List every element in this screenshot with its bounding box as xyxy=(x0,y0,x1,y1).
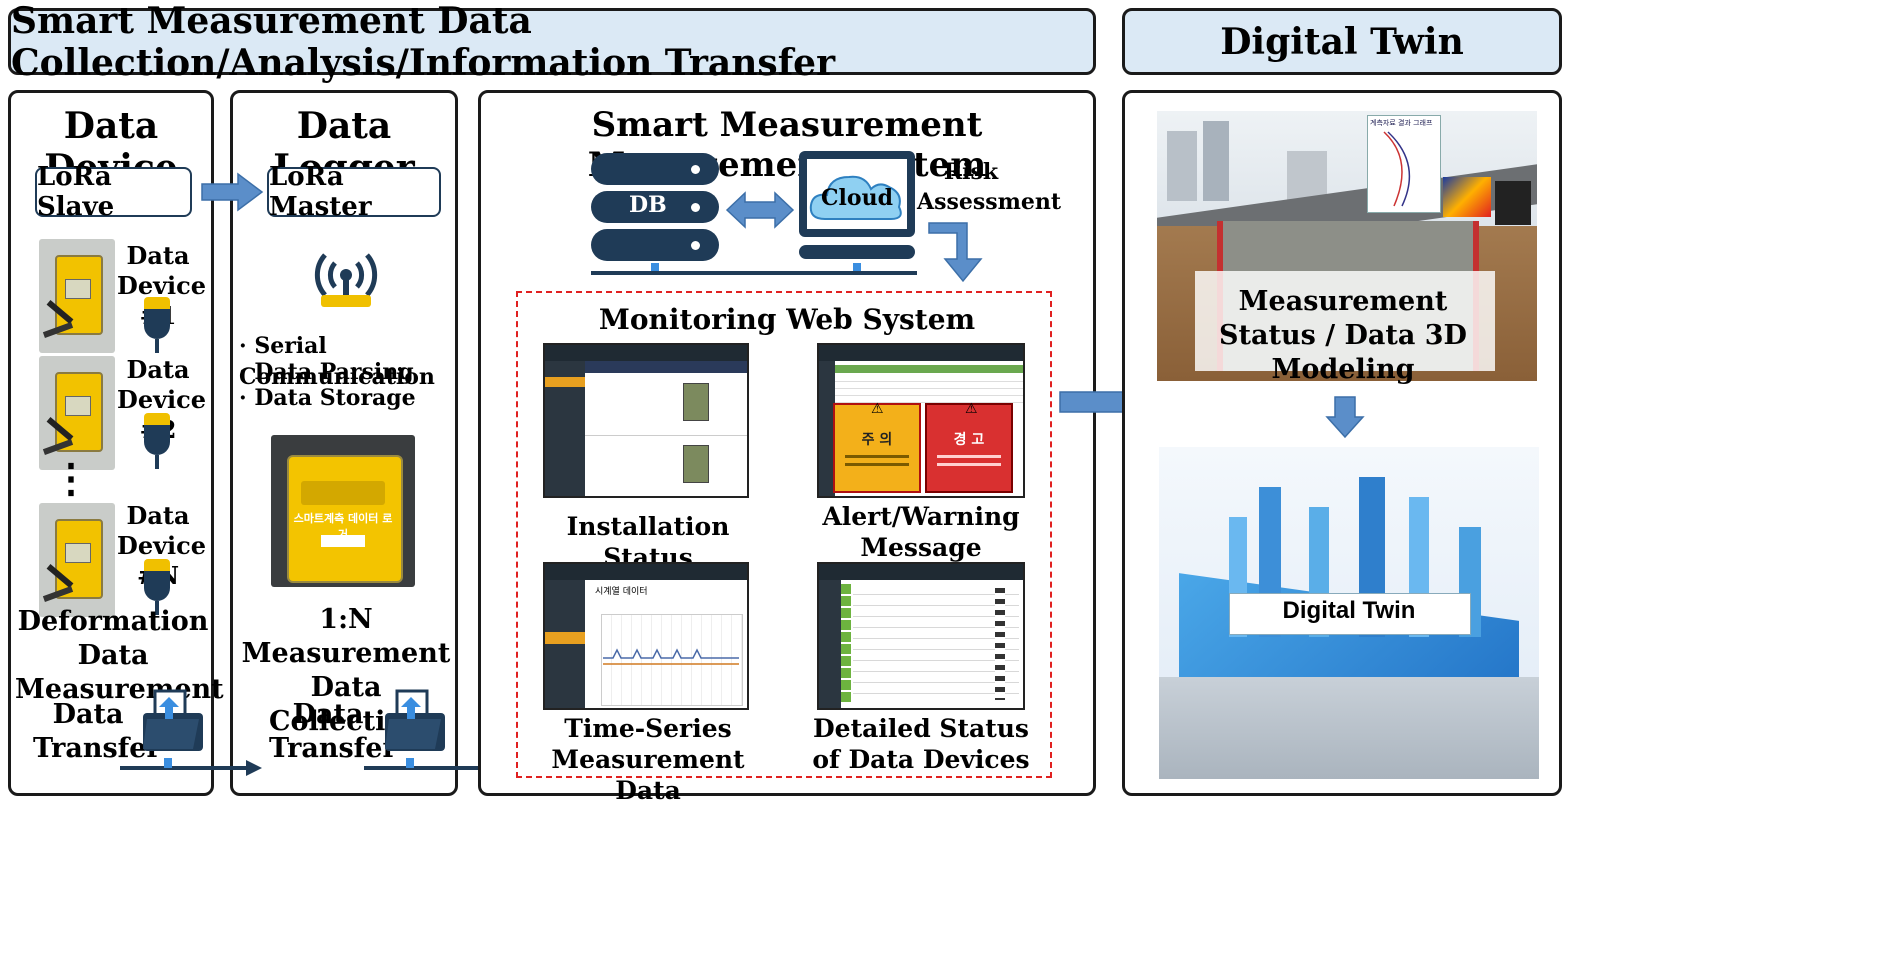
device-label-n: Data Device #N xyxy=(117,501,207,590)
sensor-icon xyxy=(144,413,170,469)
data-transfer-label-1: Data Transfer xyxy=(33,699,161,764)
header-collection: Smart Measurement Data Collection/Analys… xyxy=(8,0,1096,84)
panel-data-logger: Data Logger LoRa Master · Serial Communi… xyxy=(230,90,458,796)
screen-installation-status xyxy=(543,343,749,498)
sensor-icon xyxy=(144,559,170,615)
monitoring-web-system-box xyxy=(516,291,1052,778)
panel-digital-twin: 계측자료 결과 그래프 Measurement Status / Data 3D… xyxy=(1122,90,1562,796)
folder-upload-icon xyxy=(385,689,445,751)
logger-bullet-2: · Data Parsing xyxy=(239,359,414,385)
digital-twin-city-image: Digital Twin xyxy=(1159,447,1539,779)
caption-device-status: Detailed Status of Data Devices xyxy=(812,714,1030,774)
lora-master-box: LoRa Master xyxy=(267,162,441,222)
warning-box: 경 고 xyxy=(925,403,1013,493)
device-photo-n xyxy=(39,503,115,617)
arrow-slave-to-master xyxy=(201,172,264,212)
monitoring-title: Monitoring Web System xyxy=(598,303,976,336)
caption-time-series: Time-Series Measurement Data xyxy=(551,714,745,805)
logger-bullet-3: · Data Storage xyxy=(239,385,416,411)
warning-triangle-icon: ⚠ xyxy=(871,401,884,417)
connector-transfer-1 xyxy=(120,758,262,776)
panel-sms: Smart Measurement Management System DB C… xyxy=(478,90,1096,805)
device-photo-2 xyxy=(39,356,115,470)
sensor-icon xyxy=(144,297,170,353)
ellipsis-vertical: ⋮ xyxy=(51,455,91,502)
modeling-caption: Measurement Status / Data 3D Modeling xyxy=(1219,286,1467,385)
caution-box: 주 의 xyxy=(833,403,921,493)
lora-slave-label: LoRa Slave xyxy=(37,162,115,222)
panel-data-device: Data Device LoRa Slave Data Device #1 Da… xyxy=(8,90,224,796)
network-base-line xyxy=(591,271,917,275)
cloud-monitor-icon: Cloud xyxy=(799,151,915,263)
arrow-risk-down xyxy=(928,222,983,283)
header-digital-twin: Digital Twin xyxy=(1122,8,1562,75)
time-series-line xyxy=(603,648,739,665)
screen-alert-warning: 주 의 경 고 ⚠ ⚠ xyxy=(817,343,1025,498)
lora-slave-box: LoRa Slave xyxy=(35,162,192,222)
logger-bullet-1: · Serial Communication xyxy=(239,333,435,390)
db-label: DB xyxy=(629,192,667,218)
data-transfer-label-2: Data Transfer xyxy=(269,699,397,764)
risk-assessment-label: Risk Assessment xyxy=(917,159,1062,215)
lora-master-label: LoRa Master xyxy=(269,162,372,222)
wireless-router-icon xyxy=(314,253,378,307)
logger-photo-label: 스마트계측 데이터 로거 xyxy=(293,512,393,541)
digital-twin-label: Digital Twin xyxy=(1282,597,1416,624)
screen-device-status xyxy=(817,562,1025,710)
screen-time-series: 시계열 데이터 xyxy=(543,562,749,710)
result-chart-panel: 계측자료 결과 그래프 xyxy=(1367,115,1441,213)
folder-upload-icon xyxy=(143,689,203,751)
db-server-icon: DB xyxy=(591,153,719,263)
result-chart-label: 계측자료 결과 그래프 xyxy=(1370,119,1433,127)
arrow-db-cloud xyxy=(725,191,795,229)
device-photo-1 xyxy=(39,239,115,353)
deformation-caption: Deformation Data Measurement xyxy=(15,606,224,705)
time-series-title: 시계열 데이터 xyxy=(595,587,648,597)
warning-triangle-icon: ⚠ xyxy=(965,401,978,417)
warning-label: 경 고 xyxy=(953,432,985,448)
header-digital-twin-label: Digital Twin xyxy=(1220,20,1464,63)
caution-label: 주 의 xyxy=(861,432,893,448)
cloud-label: Cloud xyxy=(821,185,893,211)
arrow-modeling-down xyxy=(1325,396,1365,439)
header-collection-label: Smart Measurement Data Collection/Analys… xyxy=(11,0,836,84)
logger-photo: 스마트계측 데이터 로거 xyxy=(271,435,415,587)
